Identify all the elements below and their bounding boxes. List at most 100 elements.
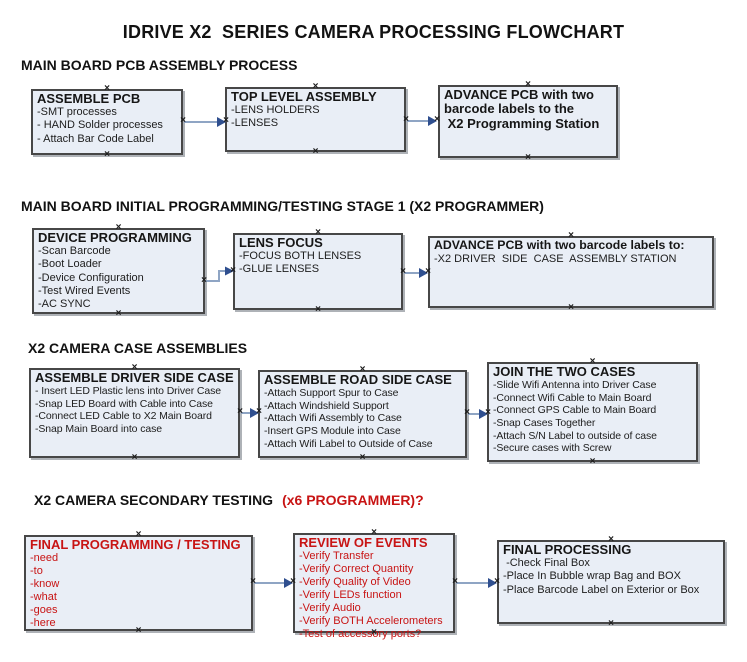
section-heading-case-assemblies: X2 CAMERA CASE ASSEMBLIES bbox=[28, 340, 248, 356]
box-line: -FOCUS BOTH LENSES bbox=[239, 250, 362, 263]
box-line: -here bbox=[30, 617, 56, 630]
box-line: -what bbox=[30, 591, 57, 604]
connection-handle-icon: × bbox=[568, 302, 574, 313]
box-line: - Insert LED Plastic lens into Driver Ca… bbox=[35, 385, 222, 398]
box-line: -Verify Correct Quantity bbox=[299, 563, 414, 576]
box-line: -Test of accessory ports? bbox=[299, 628, 422, 641]
box-line: -Connect Wifi Cable to Main Board bbox=[493, 391, 652, 404]
box-lines: -Slide Wifi Antenna into Driver Case-Con… bbox=[493, 379, 694, 455]
box-title: TOP LEVEL ASSEMBLY bbox=[231, 89, 377, 104]
box-lines: -X2 DRIVER SIDE CASE ASSEMBLY STATION bbox=[434, 253, 710, 266]
flow-box-review-of-events[interactable]: REVIEW OF EVENTS -Verify Transfer-Verify… bbox=[293, 528, 455, 640]
box-line: -LENSES bbox=[231, 117, 279, 130]
page-title: IDRIVE X2 SERIES CAMERA PROCESSING FLOWC… bbox=[122, 22, 625, 42]
box-line: -Attach Windshield Support bbox=[264, 399, 389, 412]
box-line: -Check Final Box bbox=[503, 557, 590, 570]
box-line: -Connect LED Cable to X2 Main Board bbox=[35, 410, 212, 423]
box-title: ADVANCE PCB with two barcode labels to t… bbox=[444, 87, 600, 131]
connection-handle-icon: × bbox=[315, 304, 321, 315]
section-heading-initial-programming: MAIN BOARD INITIAL PROGRAMMING/TESTING S… bbox=[21, 198, 544, 214]
flow-box-assemble-driver-side-case[interactable]: ASSEMBLE DRIVER SIDE CASE - Insert LED P… bbox=[29, 363, 240, 463]
connector-arrow-r1-a-b[interactable]: ×× bbox=[180, 116, 229, 127]
connector-arrow-r4-b-c[interactable]: ×× bbox=[452, 577, 500, 588]
box-line: -know bbox=[30, 578, 60, 591]
box-lines: -Verify Transfer-Verify Correct Quantity… bbox=[299, 550, 451, 641]
box-line: -Snap Cases Together bbox=[493, 417, 596, 430]
box-line: -AC SYNC bbox=[38, 298, 91, 311]
box-line: -Attach Wifi Assembly to Case bbox=[264, 412, 402, 425]
flow-box-advance-pcb-programming-station[interactable]: ADVANCE PCB with two barcode labels to t… bbox=[438, 80, 618, 163]
flow-box-assemble-pcb[interactable]: ASSEMBLE PCB -SMT processes- HAND Solder… bbox=[31, 84, 183, 160]
flow-box-final-programming-testing[interactable]: FINAL PROGRAMMING / TESTING -need-to-kno… bbox=[24, 530, 253, 636]
box-lines: -Check Final Box-Place In Bubble wrap Ba… bbox=[503, 557, 721, 597]
arrowhead-icon bbox=[250, 408, 259, 418]
connection-handle-icon: × bbox=[131, 452, 138, 463]
box-title: REVIEW OF EVENTS bbox=[299, 535, 428, 550]
arrowhead-icon bbox=[284, 578, 293, 588]
section-heading-red-part: (x6 PROGRAMMER)? bbox=[282, 492, 424, 508]
connection-handle-icon: × bbox=[104, 149, 110, 160]
flow-box-assemble-road-side-case[interactable]: ASSEMBLE ROAD SIDE CASE -Attach Support … bbox=[258, 365, 467, 463]
box-line: -goes bbox=[30, 604, 58, 617]
box-line: -LENS HOLDERS bbox=[231, 104, 320, 117]
box-line: -Verify LEDs function bbox=[299, 589, 402, 602]
box-line: - Attach Bar Code Label bbox=[37, 132, 154, 145]
box-line: -Secure cases with Screw bbox=[493, 442, 612, 455]
connector-arrow-r2-b-c[interactable]: ×× bbox=[400, 267, 431, 278]
flow-box-final-processing[interactable]: FINAL PROCESSING -Check Final Box-Place … bbox=[497, 535, 725, 629]
box-lines: -need-to-know-what-goes-here bbox=[30, 552, 249, 630]
box-title: LENS FOCUS bbox=[239, 235, 323, 250]
box-line: -SMT processes bbox=[37, 106, 117, 119]
flow-box-join-the-two-cases[interactable]: JOIN THE TWO CASES -Slide Wifi Antenna i… bbox=[487, 357, 698, 467]
box-line: -Verify Transfer bbox=[299, 550, 374, 563]
arrowhead-icon bbox=[479, 409, 488, 419]
arrowhead-icon bbox=[419, 268, 428, 278]
box-line: -Place In Bubble wrap Bag and BOX bbox=[503, 570, 681, 583]
box-title: ADVANCE PCB with two barcode labels to: bbox=[434, 238, 685, 252]
box-line: -Scan Barcode bbox=[38, 245, 111, 258]
box-line: -Attach S/N Label to outside of case bbox=[493, 429, 657, 442]
connection-handle-icon: × bbox=[312, 146, 319, 157]
connector-arrow-r2-a-b[interactable] bbox=[204, 264, 238, 286]
section-heading-secondary-testing: X2 CAMERA SECONDARY TESTING (x6 PROGRAMME… bbox=[34, 492, 424, 508]
flow-box-lens-focus[interactable]: LENS FOCUS -FOCUS BOTH LENSES-GLUE LENSE… bbox=[233, 228, 403, 315]
connector-arrow-r3-a-b[interactable]: ×× bbox=[237, 407, 262, 418]
arrowhead-icon bbox=[488, 578, 497, 588]
flow-box-top-level-assembly[interactable]: TOP LEVEL ASSEMBLY -LENS HOLDERS-LENSES … bbox=[225, 82, 406, 157]
flow-box-device-programming[interactable]: DEVICE PROGRAMMING -Scan Barcode-Boot Lo… bbox=[32, 223, 205, 319]
arrowhead-icon bbox=[225, 266, 234, 276]
box-title: FINAL PROCESSING bbox=[503, 542, 632, 557]
box-line: -need bbox=[30, 552, 59, 565]
box-line: -Snap LED Board with Cable into Case bbox=[35, 397, 213, 410]
section-heading-pcb-assembly: MAIN BOARD PCB ASSEMBLY PROCESS bbox=[21, 57, 298, 73]
box-lines: -Scan Barcode-Boot Loader-Device Configu… bbox=[38, 245, 201, 311]
connector-arrow-r4-a-b[interactable]: ×× bbox=[250, 577, 296, 588]
box-lines: -FOCUS BOTH LENSES-GLUE LENSES bbox=[239, 250, 399, 276]
box-line: -Connect GPS Cable to Main Board bbox=[493, 404, 657, 417]
connection-handle-icon: × bbox=[589, 456, 596, 467]
connector-arrow-r1-b-c[interactable]: ×× bbox=[403, 115, 440, 126]
box-title: DEVICE PROGRAMMING bbox=[38, 230, 192, 245]
box-line: -GLUE LENSES bbox=[239, 263, 320, 276]
section-heading-black-part: X2 CAMERA SECONDARY TESTING bbox=[34, 492, 274, 508]
box-line: -Insert GPS Module into Case bbox=[264, 425, 401, 438]
box-line: -Device Configuration bbox=[38, 271, 144, 284]
box-line: -X2 DRIVER SIDE CASE ASSEMBLY STATION bbox=[434, 252, 677, 265]
box-line: -Verify Audio bbox=[299, 602, 361, 615]
flow-box-advance-pcb-driver-side-station[interactable]: ADVANCE PCB with two barcode labels to: … bbox=[428, 231, 714, 313]
connector-arrow-r3-b-c[interactable]: ×× bbox=[464, 408, 491, 419]
box-lines: -Attach Support Spur to Case-Attach Wind… bbox=[264, 387, 463, 450]
box-title: ASSEMBLE DRIVER SIDE CASE bbox=[35, 370, 234, 385]
box-title: ASSEMBLE ROAD SIDE CASE bbox=[264, 372, 452, 387]
box-line: -Attach Wifi Label to Outside of Case bbox=[264, 437, 433, 450]
connection-handle-icon: × bbox=[359, 452, 366, 463]
box-line: -Verify BOTH Accelerometers bbox=[299, 615, 443, 628]
box-line: -Slide Wifi Antenna into Driver Case bbox=[493, 379, 657, 392]
box-title: JOIN THE TWO CASES bbox=[493, 364, 636, 379]
connection-handle-icon: × bbox=[525, 152, 531, 163]
box-line: -to bbox=[30, 565, 43, 578]
box-line: -Verify Quality of Video bbox=[299, 576, 411, 589]
box-lines: - Insert LED Plastic lens into Driver Ca… bbox=[35, 385, 236, 435]
arrowhead-icon bbox=[428, 116, 437, 126]
box-line: - HAND Solder processes bbox=[37, 119, 163, 132]
